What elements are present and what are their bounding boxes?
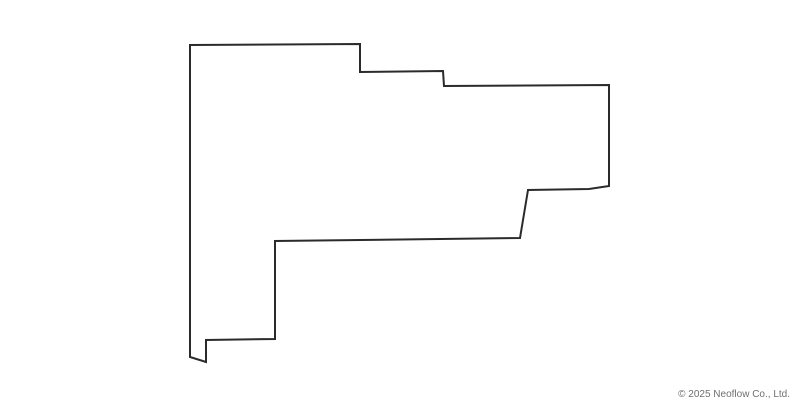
region-outline — [189, 42, 610, 364]
copyright-attribution: © 2025 Neoflow Co., Ltd. — [678, 389, 790, 400]
